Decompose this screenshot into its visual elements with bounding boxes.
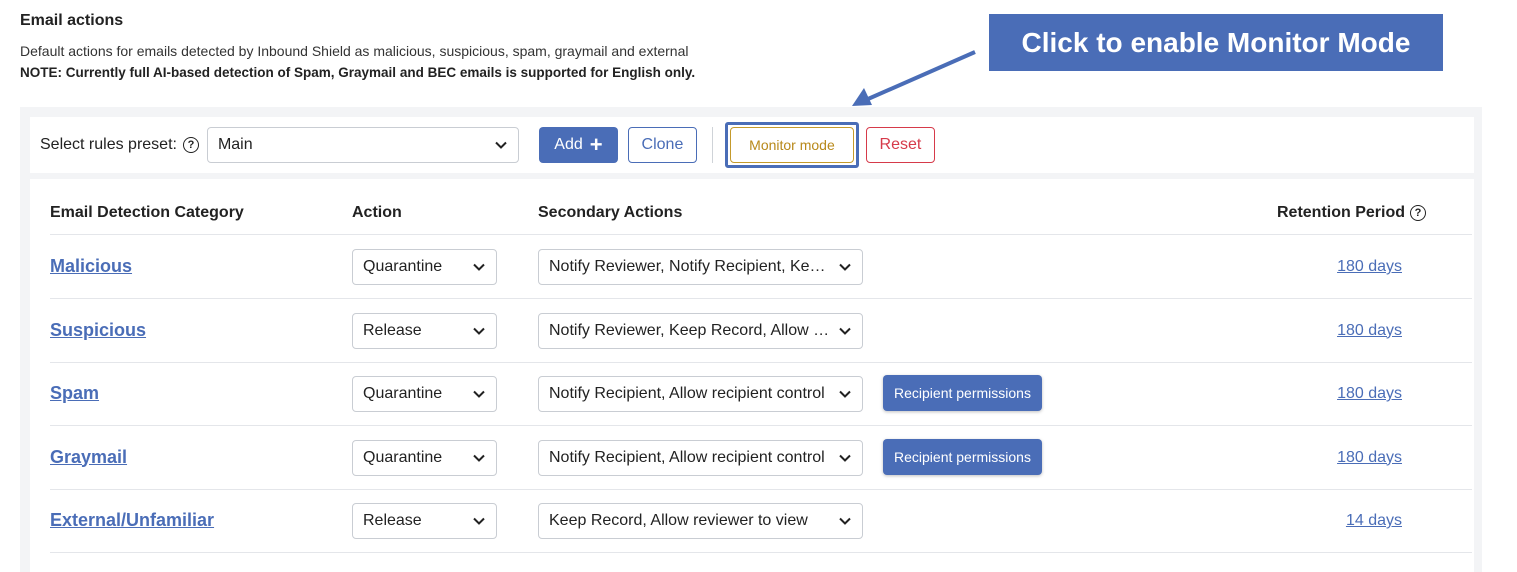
section-note: NOTE: Currently full AI-based detection … <box>20 65 696 80</box>
header-action: Action <box>352 204 402 221</box>
chevron-down-icon <box>473 454 485 462</box>
table-header: Email Detection Category Action Secondar… <box>50 179 1472 235</box>
table-row: Spam Quarantine Notify Recipient, Allow re… <box>50 362 1472 426</box>
recipient-permissions-button[interactable]: Recipient permissions <box>883 375 1042 411</box>
action-select[interactable]: Release <box>352 312 497 349</box>
action-select[interactable]: Release <box>352 503 497 539</box>
rules-panel: Select rules preset: ? Main Add + Clone … <box>20 107 1482 572</box>
chevron-down-icon <box>473 263 485 271</box>
header-category: Email Detection Category <box>50 204 244 221</box>
retention-period-link[interactable]: 180 days <box>1337 258 1402 275</box>
chevron-down-icon <box>495 141 507 149</box>
question-icon[interactable]: ? <box>1410 205 1427 221</box>
chevron-down-icon <box>839 454 851 462</box>
secondary-actions-select[interactable]: Notify Recipient, Allow recipient contro… <box>538 376 863 412</box>
retention-period-link[interactable]: 180 days <box>1337 448 1402 466</box>
toolbar-divider <box>711 127 713 163</box>
section-description: Default actions for emails detected by I… <box>20 43 689 59</box>
email-actions-table: Email Detection Category Action Secondar… <box>30 179 1474 572</box>
recipient-permissions-button[interactable]: Recipient permissions <box>883 438 1042 475</box>
chevron-down-icon <box>839 327 851 335</box>
action-select[interactable]: Quarantine <box>352 439 497 476</box>
monitor-mode-button[interactable]: Monitor mode <box>729 127 854 163</box>
chevron-down-icon <box>473 390 485 398</box>
rules-toolbar: Select rules preset: ? Main Add + Clone … <box>30 117 1474 173</box>
chevron-down-icon <box>839 263 851 271</box>
header-retention: Retention Period ? <box>1277 204 1427 222</box>
retention-period-link[interactable]: 180 days <box>1337 385 1402 402</box>
action-value: Quarantine <box>363 385 443 402</box>
secondary-actions-value: Notify Recipient, Allow recipient contro… <box>549 448 825 466</box>
table-row: External/Unfamiliar Release Keep Record, A… <box>50 489 1472 553</box>
category-link[interactable]: Suspicious <box>50 319 147 340</box>
monitor-mode-callout: Click to enable Monitor Mode <box>989 14 1443 71</box>
table-row: Malicious Quarantine Notify Reviewer, Noti… <box>50 235 1472 299</box>
add-preset-button[interactable]: Add + <box>538 127 618 163</box>
chevron-down-icon <box>473 327 485 335</box>
secondary-actions-value: Notify Reviewer, Keep Record, Allow revi… <box>549 321 832 339</box>
action-value: Quarantine <box>363 258 443 275</box>
header-retention-label: Retention Period <box>1277 204 1406 221</box>
preset-select[interactable]: Main <box>206 127 519 163</box>
chevron-down-icon <box>839 517 851 525</box>
chevron-down-icon <box>839 390 851 398</box>
action-value: Release <box>363 321 422 339</box>
action-value: Release <box>363 512 422 529</box>
action-select[interactable]: Quarantine <box>352 249 497 285</box>
email-actions-header: Email actions Default actions for emails… <box>20 12 960 82</box>
clone-preset-button[interactable]: Clone <box>627 127 697 163</box>
plus-icon: + <box>589 132 603 157</box>
preset-value: Main <box>217 136 253 153</box>
secondary-actions-select[interactable]: Notify Reviewer, Keep Record, Allow revi… <box>538 312 863 349</box>
secondary-actions-select[interactable]: Notify Recipient, Allow recipient contro… <box>538 439 863 476</box>
secondary-actions-select[interactable]: Notify Reviewer, Notify Recipient, Keep … <box>538 249 863 285</box>
chevron-down-icon <box>473 517 485 525</box>
action-select[interactable]: Quarantine <box>352 376 497 412</box>
secondary-actions-value: Notify Reviewer, Notify Recipient, Keep … <box>549 258 832 275</box>
action-value: Quarantine <box>363 448 443 466</box>
section-title: Email actions <box>20 12 124 29</box>
reset-button[interactable]: Reset <box>865 127 935 163</box>
category-link[interactable]: External/Unfamiliar <box>50 510 215 530</box>
question-icon[interactable]: ? <box>182 137 199 153</box>
category-link[interactable]: Spam <box>50 383 100 403</box>
add-label: Add <box>554 136 583 153</box>
secondary-actions-value: Keep Record, Allow reviewer to view <box>549 512 808 529</box>
retention-period-link[interactable]: 14 days <box>1345 512 1402 529</box>
secondary-actions-value: Notify Recipient, Allow recipient contro… <box>549 385 825 402</box>
table-row: Graymail Quarantine Notify Recipient, Allo… <box>50 426 1472 490</box>
secondary-actions-select[interactable]: Keep Record, Allow reviewer to view <box>538 503 863 539</box>
retention-period-link[interactable]: 180 days <box>1337 321 1402 339</box>
preset-label: Select rules preset: <box>40 136 177 153</box>
category-link[interactable]: Malicious <box>50 256 133 276</box>
header-secondary: Secondary Actions <box>538 204 683 221</box>
table-row: Suspicious Release Notify Reviewer, Keep R… <box>50 299 1472 363</box>
monitor-mode-highlight: Monitor mode <box>724 122 859 168</box>
category-link[interactable]: Graymail <box>50 446 128 467</box>
